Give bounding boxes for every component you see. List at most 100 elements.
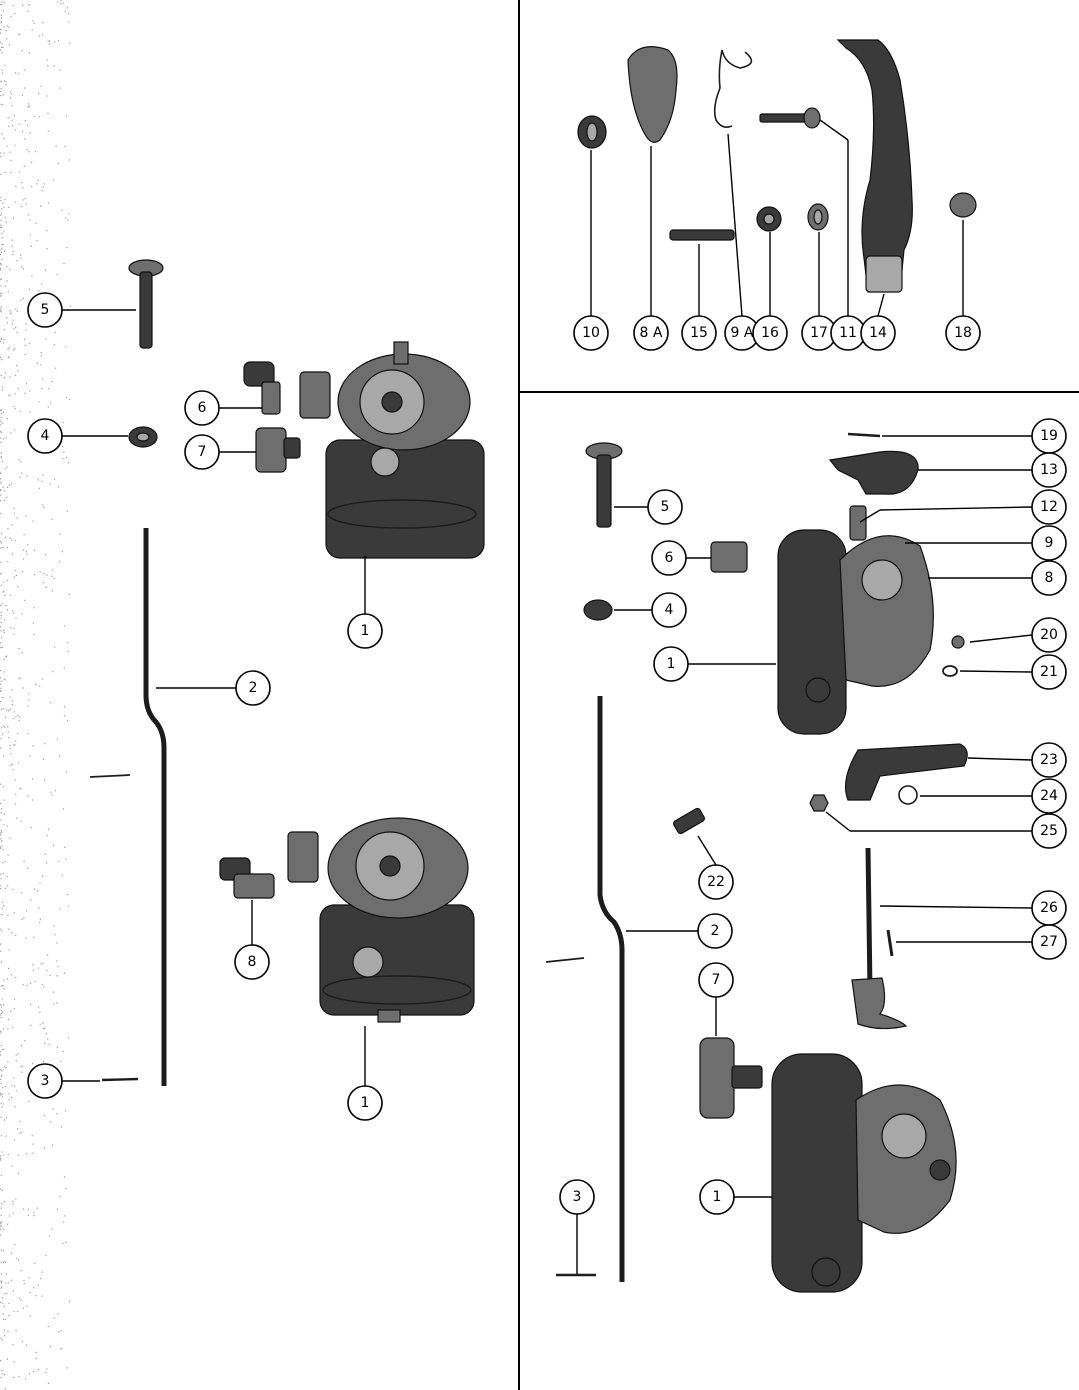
speckle [25,1153,27,1155]
speckle [32,778,34,780]
speckle [3,152,5,154]
speckle [9,91,12,93]
speckle [13,1077,15,1079]
speckle [17,1053,19,1055]
speckle [7,885,9,887]
nut-part-20 [951,635,965,649]
speckle [9,537,11,539]
speckle [12,5,14,7]
speckle [39,918,41,920]
speckle [31,799,34,801]
speckle [3,631,5,634]
speckle [16,1257,18,1259]
speckle [8,928,10,930]
speckle [1,1286,3,1288]
speckle [33,607,35,609]
speckle [38,487,40,489]
speckle [3,799,5,801]
speckle [10,764,12,767]
speckle [28,1100,30,1102]
speckle [45,586,47,588]
speckle [0,359,3,361]
speckle [4,726,6,728]
carburetor-upper-part [299,341,485,559]
plug-part-18 [949,192,977,218]
speckle [0,1009,2,1012]
speckle [19,476,21,478]
speckle [0,1174,2,1176]
speckle [46,1368,48,1370]
speckle [1,831,3,833]
speckle [20,1066,22,1068]
speckle [23,1283,25,1285]
speckle [19,716,21,718]
speckle [0,1273,2,1275]
speckle [44,1042,46,1044]
speckle [26,1344,28,1346]
speckle [21,1071,23,1073]
speckle [38,290,40,292]
speckle [32,963,34,966]
speckle [11,689,13,691]
speckle [4,250,6,252]
speckle [5,604,7,607]
speckle [1,43,3,45]
speckle [21,472,23,474]
speckle [1,914,3,916]
speckle [0,1207,2,1209]
speckle [29,1315,31,1317]
speckle [0,573,2,575]
speckle [28,1208,30,1210]
speckle [0,22,2,24]
speckle [43,1114,45,1116]
svg-text:10: 10 [582,325,600,341]
speckle [49,402,52,404]
valve-needle-part [128,259,164,349]
speckle [41,1271,43,1273]
speckle [0,224,2,226]
speckle [23,534,25,536]
speckle [12,319,14,321]
speckle [15,716,17,718]
speckle [49,483,51,485]
speckle [13,1361,15,1363]
speckle [25,551,27,553]
speckle [5,1067,7,1069]
speckle [17,586,19,588]
speckle [13,1376,15,1378]
speckle [25,323,27,325]
speckle [0,424,2,426]
speckle [22,268,24,270]
speckle [40,85,42,87]
speckle [15,1060,17,1062]
speckle [21,206,23,208]
speckle [16,517,18,519]
speckle [3,1065,6,1067]
speckle [68,21,70,23]
speckle [43,986,45,988]
speckle [14,1244,16,1246]
speckle [19,171,21,173]
speckle [31,1135,33,1137]
speckle [1,389,4,391]
speckle [22,187,24,189]
elbow-fitting-part [243,361,281,415]
speckle [15,740,17,742]
speckle [37,1285,39,1287]
speckle [63,1221,65,1223]
speckle [0,155,2,158]
speckle [28,52,30,54]
speckle [9,268,11,270]
speckle [46,248,48,250]
speckle [0,1078,2,1080]
speckle [8,1099,10,1101]
speckle [0,212,3,214]
speckle [21,94,23,96]
speckle [63,715,66,717]
speckle [0,888,2,890]
speckle [2,1087,4,1089]
svg-text:8 A: 8 A [640,325,663,341]
speckle [67,219,69,221]
speckle [0,747,2,749]
speckle [24,87,26,89]
